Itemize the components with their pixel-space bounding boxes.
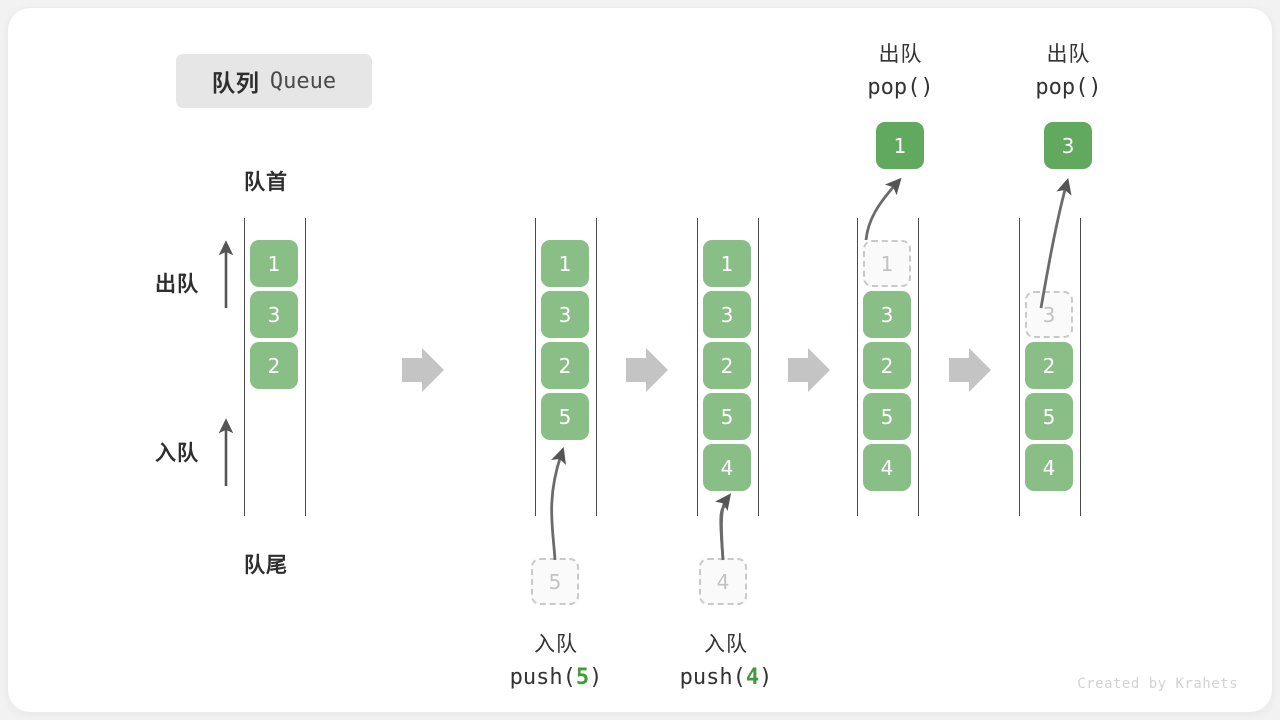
popped-cell-3: 3 xyxy=(1044,122,1092,169)
operation-code: push(5) xyxy=(456,661,656,696)
label-rear: 队尾 xyxy=(244,554,288,577)
operation-close: ) xyxy=(920,75,934,101)
rail-right xyxy=(758,218,759,516)
rail-left xyxy=(1019,218,1020,516)
operation-label-push-5: 入队 push(5) xyxy=(456,628,656,696)
operation-code: pop() xyxy=(991,71,1146,106)
cell-stack: 1 3 2 5 4 xyxy=(703,240,753,495)
queue-cell: 2 xyxy=(250,342,298,389)
incoming-ghost-cell-4: 4 xyxy=(699,558,747,605)
queue-cell-empty xyxy=(1025,240,1073,287)
operation-close: ) xyxy=(759,665,773,691)
queue-cell: 2 xyxy=(703,342,751,389)
footer-credit: Created by Krahets xyxy=(1077,676,1238,692)
label-front: 队首 xyxy=(244,171,288,194)
queue-cell: 2 xyxy=(863,342,911,389)
operation-code: pop() xyxy=(823,71,978,106)
queue-cell: 4 xyxy=(1025,444,1073,491)
queue-cell: 3 xyxy=(250,291,298,338)
operation-cn: 出队 xyxy=(1046,43,1091,66)
queue-cell: 4 xyxy=(863,444,911,491)
diagram-card: 队列 Queue 队首 队尾 出队 入队 1 3 2 1 3 2 5 xyxy=(8,8,1272,712)
operation-close: ) xyxy=(1088,75,1102,101)
step-arrow-3 xyxy=(788,348,830,392)
rail-left xyxy=(244,218,245,516)
title-en: Queue xyxy=(269,68,337,94)
title-badge: 队列 Queue xyxy=(176,54,372,108)
operation-cn: 入队 xyxy=(704,633,748,656)
operation-code: push(4) xyxy=(626,661,826,696)
queue-cell-new: 5 xyxy=(541,393,589,440)
operation-label-pop-1: 出队 pop() xyxy=(823,38,978,106)
operation-close: ) xyxy=(589,665,603,691)
label-enqueue: 入队 xyxy=(155,442,199,465)
popped-cell-1: 1 xyxy=(876,122,924,169)
rail-right xyxy=(596,218,597,516)
operation-cn: 出队 xyxy=(878,43,923,66)
rail-left xyxy=(697,218,698,516)
queue-cell: 1 xyxy=(703,240,751,287)
operation-cn: 入队 xyxy=(534,633,578,656)
queue-cell: 2 xyxy=(1025,342,1073,389)
pop-1-arrow xyxy=(864,177,902,241)
rail-left xyxy=(857,218,858,516)
push-4-arrow xyxy=(715,493,732,561)
queue-cell-removed: 1 xyxy=(863,240,911,287)
step-arrow-1 xyxy=(402,348,444,392)
queue-cell: 3 xyxy=(703,291,751,338)
queue-cell: 1 xyxy=(541,240,589,287)
cell-stack: 1 3 2 xyxy=(250,240,300,393)
cell-stack: 1 3 2 5 4 xyxy=(863,240,913,495)
queue-cell: 2 xyxy=(541,342,589,389)
step-arrow-4 xyxy=(949,348,991,392)
rail-right xyxy=(918,218,919,516)
queue-cell: 1 xyxy=(250,240,298,287)
operation-fn: push( xyxy=(509,665,576,691)
rail-left xyxy=(535,218,536,516)
operation-fn: pop( xyxy=(1035,75,1089,101)
queue-cell-removed: 3 xyxy=(1025,291,1073,338)
push-5-arrow xyxy=(550,447,566,561)
queue-cell: 5 xyxy=(703,393,751,440)
operation-arg: 4 xyxy=(745,665,760,691)
incoming-ghost-cell-5: 5 xyxy=(531,558,579,605)
queue-cell: 3 xyxy=(863,291,911,338)
queue-cell-new: 4 xyxy=(703,444,751,491)
operation-fn: push( xyxy=(679,665,746,691)
operation-fn: pop( xyxy=(867,75,921,101)
cell-stack: 3 2 5 4 xyxy=(1025,240,1075,495)
cell-stack: 1 3 2 5 xyxy=(541,240,591,444)
step-arrow-2 xyxy=(626,348,668,392)
operation-label-pop-3: 出队 pop() xyxy=(991,38,1146,106)
queue-cell: 5 xyxy=(863,393,911,440)
operation-label-push-4: 入队 push(4) xyxy=(626,628,826,696)
rail-right xyxy=(305,218,306,516)
arrow-overlay xyxy=(218,177,1072,561)
operation-arg: 5 xyxy=(575,665,590,691)
rail-right xyxy=(1080,218,1081,516)
queue-cell: 5 xyxy=(1025,393,1073,440)
title-cn: 队列 xyxy=(211,70,260,96)
label-dequeue: 出队 xyxy=(155,273,199,296)
queue-cell: 3 xyxy=(541,291,589,338)
